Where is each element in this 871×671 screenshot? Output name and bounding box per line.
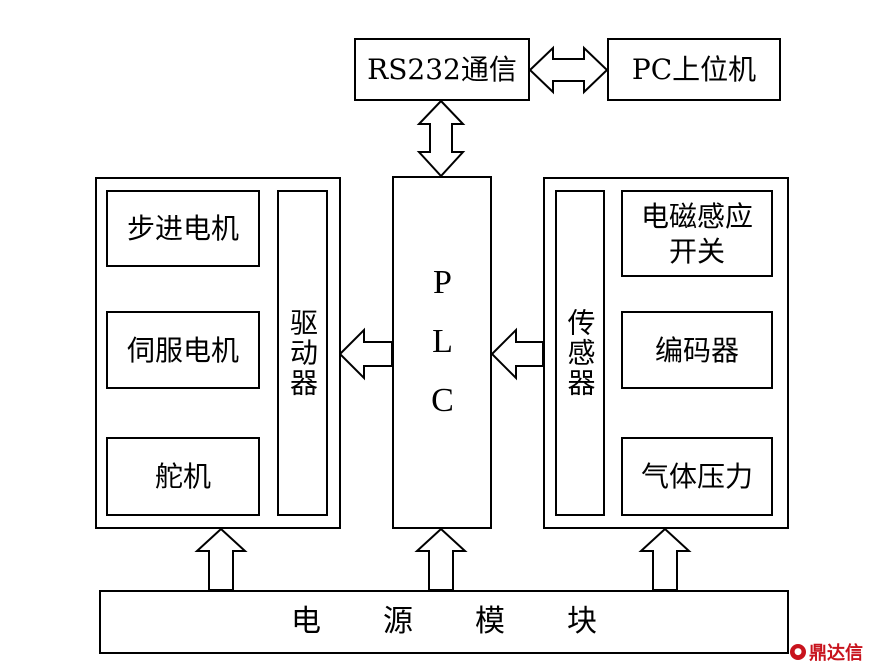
encoder-box: 编码器: [621, 311, 773, 389]
driver-box: 驱动器: [277, 190, 328, 516]
sensor-box: 传感器: [555, 190, 605, 516]
rs232-pc-arrow: [528, 45, 609, 95]
power-right-arrow: [638, 527, 692, 591]
driver-label: 驱动器: [286, 308, 319, 398]
power-module-label: 电源模块: [291, 604, 659, 640]
sensor-plc-arrow: [490, 327, 544, 381]
rs232-plc-arrow: [416, 99, 466, 178]
gas-pressure-label: 气体压力: [640, 460, 753, 493]
pc-host-box: PC上位机: [607, 38, 781, 101]
rs232-label: RS232通信: [367, 53, 517, 86]
watermark-logo-icon: ●: [790, 644, 806, 660]
plc-label: PLC: [424, 264, 461, 441]
rs232-box: RS232通信: [354, 38, 530, 101]
steering-gear-label: 舵机: [154, 460, 211, 493]
power-left-arrow: [194, 527, 248, 591]
power-plc-arrow: [414, 527, 468, 591]
power-module-box: 电源模块: [99, 590, 789, 654]
watermark: ● 鼎达信: [790, 639, 863, 665]
em-switch-label: 电磁感应开关: [640, 199, 753, 268]
steering-gear-box: 舵机: [106, 437, 260, 516]
servo-motor-box: 伺服电机: [106, 311, 260, 389]
stepper-motor-box: 步进电机: [106, 190, 260, 267]
pc-host-label: PC上位机: [631, 53, 757, 86]
gas-pressure-box: 气体压力: [621, 437, 773, 516]
watermark-text: 鼎达信: [809, 643, 863, 664]
plc-box: PLC: [392, 176, 492, 529]
plc-driver-arrow: [338, 327, 393, 381]
encoder-label: 编码器: [654, 333, 739, 367]
em-switch-box: 电磁感应开关: [621, 190, 773, 277]
stepper-motor-label: 步进电机: [126, 212, 239, 245]
sensor-label: 传感器: [563, 308, 597, 398]
servo-motor-label: 伺服电机: [126, 333, 239, 367]
